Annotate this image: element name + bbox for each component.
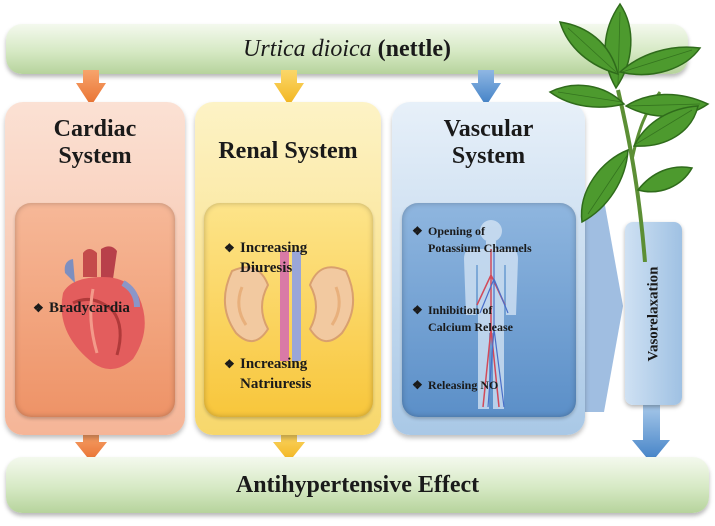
vasorelaxation-label: Vasorelaxation <box>645 265 661 362</box>
kidney-illustration-icon <box>223 251 355 361</box>
cardiac-effects-box: ❖Bradycardia <box>15 203 175 417</box>
arrow-top-cardiac <box>76 70 106 106</box>
vascular-effects-box: ❖Opening of Potassium Channels ❖Inhibiti… <box>402 203 576 417</box>
vascular-title: Vascular System <box>443 116 534 169</box>
arrow-bottom-renal <box>273 431 305 462</box>
bullet-increasing-natriuresis: ❖Increasing Natriuresis <box>224 356 312 392</box>
vasorelaxation-box: Vasorelaxation <box>625 222 682 405</box>
renal-title: Renal System <box>218 138 358 164</box>
species-name: Urtica dioica <box>243 35 372 62</box>
bullet-increasing-diuresis: ❖Increasing Diuresis <box>224 240 308 276</box>
arrow-top-renal <box>274 70 304 106</box>
bullet-opening-potassium-channels: ❖Opening of Potassium Channels <box>412 224 532 255</box>
bullet-inhibition-calcium-release: ❖Inhibition of Calcium Release <box>412 303 513 334</box>
heart-illustration-icon <box>61 246 145 370</box>
cardiac-system-panel: Cardiac System ❖Bradycardia <box>5 102 185 435</box>
vascular-system-panel: Vascular System ❖Opening of Potassium Ch… <box>392 102 585 435</box>
human-vascular-illustration-icon <box>464 220 518 409</box>
nettle-plant-illustration-icon <box>548 2 710 262</box>
renal-system-panel: Renal System ❖Increasing Diuresis ❖Incre… <box>195 102 381 435</box>
bottom-banner: Antihypertensive Effect <box>6 457 709 513</box>
arrow-top-vascular <box>471 70 501 106</box>
arrow-vascular-to-vaso <box>580 200 623 412</box>
cardiac-title: Cardiac System <box>53 116 137 169</box>
common-name: (nettle) <box>377 35 451 62</box>
arrow-bottom-cardiac <box>75 431 107 462</box>
bullet-releasing-no: ❖Releasing NO <box>412 378 499 392</box>
renal-effects-box: ❖Increasing Diuresis ❖Increasing Natriur… <box>204 203 373 417</box>
bullet-bradycardia: ❖Bradycardia <box>33 300 130 316</box>
arrow-bottom-vaso <box>632 404 670 463</box>
